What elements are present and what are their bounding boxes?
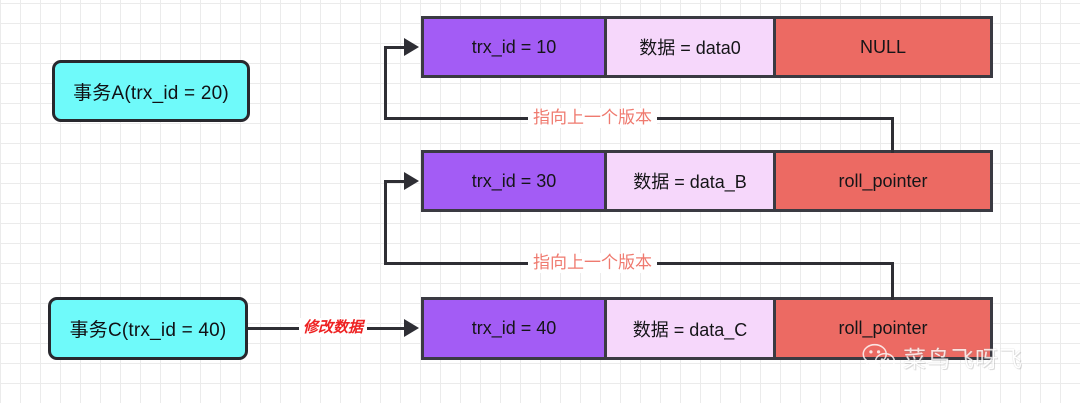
record-1-pointer-text: NULL [859,36,907,57]
transaction-box-c[interactable]: 事务C(trx_id = 40) [48,297,248,360]
record-1-data-cell: 数据 = data0 [607,19,776,75]
pointer-edge-1-entry [384,46,406,49]
record-3-pointer-text: roll_pointer [838,318,928,338]
record-1-pointer-cell: NULL [776,19,990,75]
pointer-edge-2-riser-right [891,262,894,300]
record-2-pointer-cell: roll_pointer [776,153,990,209]
modify-edge-label: 修改数据 [299,318,368,337]
record-row-3[interactable]: trx_id = 40 数据 = data_C roll_pointer [421,297,993,360]
transaction-a-label: 事务A(trx_id = 20) [73,82,229,104]
record-3-data-text: 数据 = data_C [632,319,748,340]
record-3-trx-text: trx_id = 40 [471,318,557,338]
record-row-1[interactable]: trx_id = 10 数据 = data0 NULL [421,16,993,78]
pointer-edge-2-riser-left [384,181,387,265]
modify-edge-arrowhead [404,319,419,337]
pointer-edge-1-label: 指向上一个版本 [528,108,657,128]
record-3-data-cell: 数据 = data_C [607,300,776,357]
record-3-trx-cell: trx_id = 40 [424,300,607,357]
record-2-trx-text: trx_id = 30 [471,170,557,191]
pointer-edge-2-label: 指向上一个版本 [528,253,657,273]
record-2-trx-cell: trx_id = 30 [424,153,607,209]
record-2-pointer-text: roll_pointer [838,170,928,191]
record-1-data-text: 数据 = data0 [639,38,741,58]
pointer-edge-1-arrowhead [404,38,419,56]
pointer-edge-2-entry [384,180,406,183]
record-3-pointer-cell: roll_pointer [776,300,990,357]
transaction-box-a[interactable]: 事务A(trx_id = 20) [52,60,250,122]
record-2-data-cell: 数据 = data_B [607,153,776,209]
pointer-edge-1-riser-left [384,47,387,120]
pointer-edge-1-riser-right [891,117,894,153]
record-row-2[interactable]: trx_id = 30 数据 = data_B roll_pointer [421,150,993,212]
record-2-data-text: 数据 = data_B [633,172,747,192]
pointer-edge-2-arrowhead [404,172,419,190]
transaction-c-label: 事务C(trx_id = 40) [69,320,227,341]
record-1-trx-cell: trx_id = 10 [424,19,607,75]
record-1-trx-text: trx_id = 10 [471,36,557,57]
